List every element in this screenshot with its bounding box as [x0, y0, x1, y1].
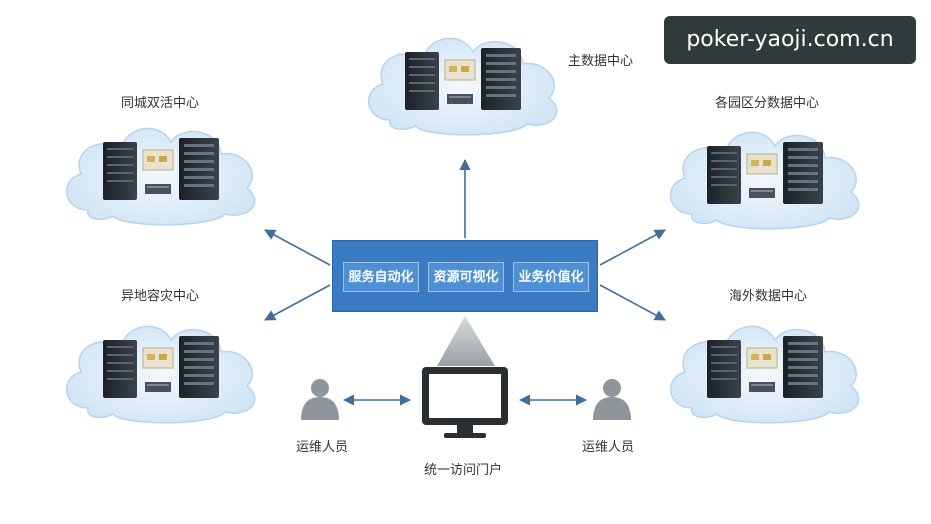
cloud-icon: [65, 325, 256, 424]
projection-beam: [437, 316, 495, 366]
cloud-disaster: [65, 325, 256, 424]
cloud-icon: [669, 325, 860, 424]
hub-arrows: [264, 158, 666, 321]
arrow-icon: [264, 284, 331, 321]
label-main-center: 主数据中心: [568, 54, 634, 69]
label-ops-right: 运维人员: [582, 440, 635, 455]
cloud-main: [367, 37, 558, 136]
person-icon: [301, 379, 339, 420]
cloud-campus: [669, 131, 860, 230]
hub-item-visualization[interactable]: 资源可视化: [428, 262, 504, 292]
cloud-icon: [669, 131, 860, 230]
service-hub: 服务自动化 资源可视化 业务价值化: [332, 240, 598, 312]
arrow-icon: [599, 229, 666, 266]
cloud-dual-active: [65, 127, 256, 226]
label-ops-left: 运维人员: [296, 440, 349, 455]
label-disaster-center: 异地容灾中心: [121, 289, 200, 304]
cloud-icon: [65, 127, 256, 226]
cloud-overseas: [669, 325, 860, 424]
label-campus-center: 各园区分数据中心: [715, 96, 820, 111]
cloud-icon: [367, 37, 558, 136]
label-overseas-center: 海外数据中心: [729, 289, 808, 304]
person-icon: [593, 379, 631, 420]
label-dual-active-center: 同城双活中心: [121, 96, 200, 111]
label-portal: 统一访问门户: [424, 463, 503, 478]
hub-item-automation[interactable]: 服务自动化: [343, 262, 419, 292]
monitor-icon: [422, 367, 508, 438]
arrow-icon: [599, 284, 666, 321]
hub-item-value[interactable]: 业务价值化: [513, 262, 589, 292]
watermark: poker-yaoji.com.cn: [664, 16, 916, 64]
arrow-icon: [264, 229, 331, 266]
